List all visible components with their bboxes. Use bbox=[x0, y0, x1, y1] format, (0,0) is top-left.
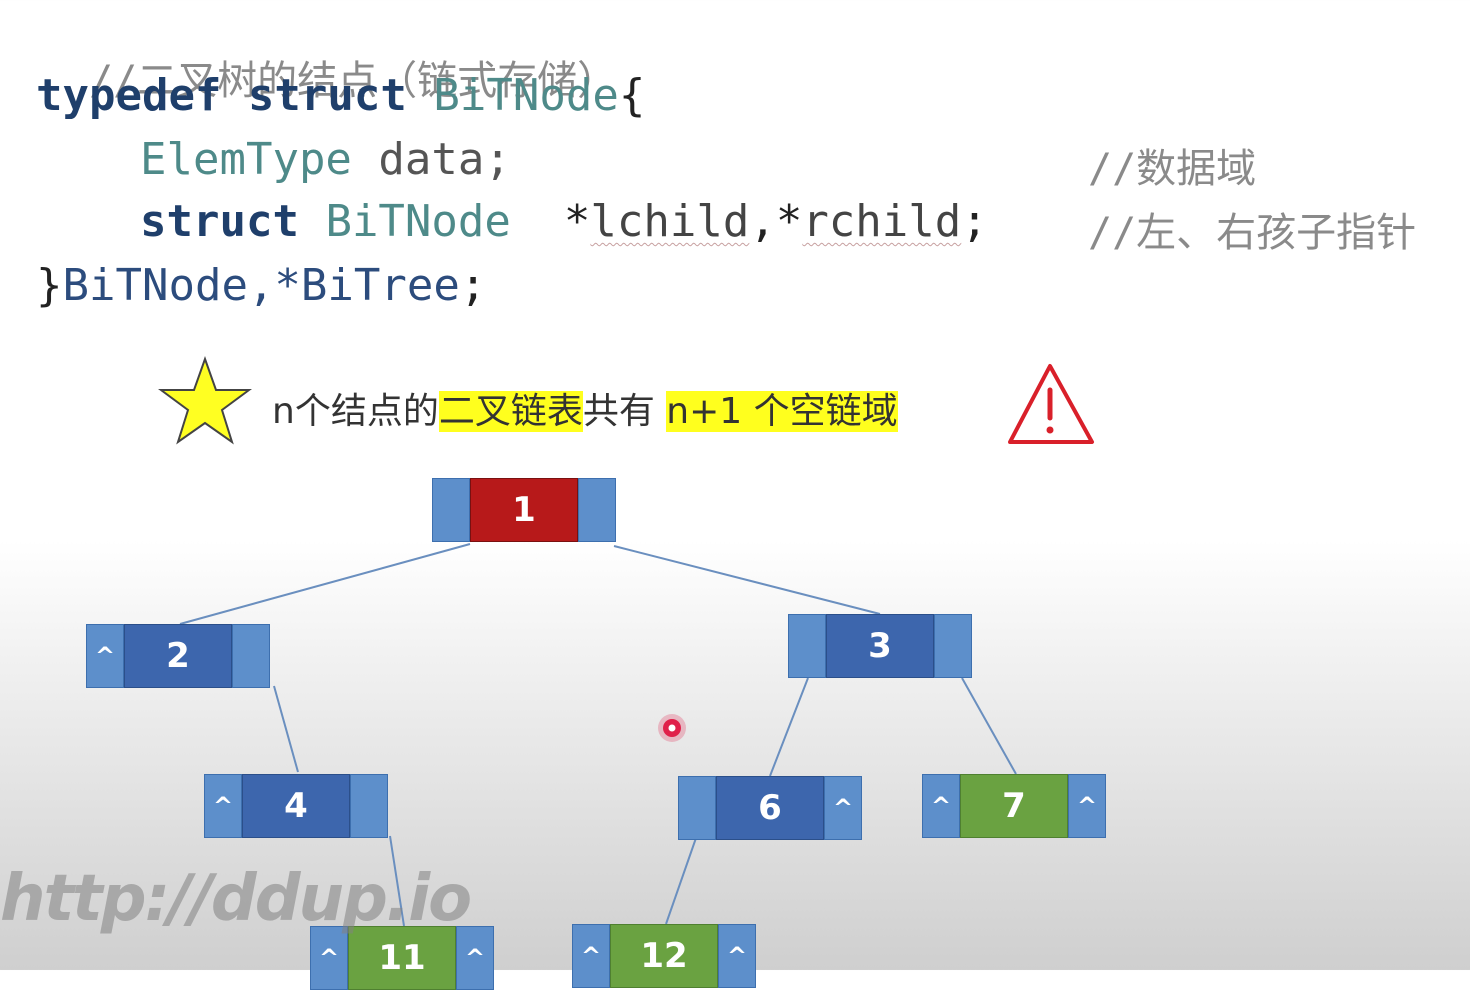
node-12-data: 12 bbox=[610, 924, 718, 988]
code-line-children: struct BiTNode *lchild,*rchild; bbox=[140, 200, 988, 244]
typedef-names: BiTNode,*BiTree bbox=[62, 260, 460, 311]
node-2-data: 2 bbox=[124, 624, 232, 688]
note-highlight-null-links: n+1 个空链域 bbox=[666, 391, 898, 432]
tree-node-1: 1 bbox=[432, 478, 616, 542]
keyword-typedef-struct: typedef struct bbox=[36, 70, 407, 121]
type-elemtype: ElemType bbox=[140, 134, 352, 185]
open-brace: { bbox=[618, 70, 646, 121]
comment-data-field: //数据域 bbox=[1088, 146, 1257, 192]
edge-6-12 bbox=[665, 837, 697, 925]
tree-node-7: ^ 7 ^ bbox=[922, 774, 1106, 838]
node-1-rchild-field bbox=[578, 478, 616, 542]
code-comment-header: //二叉树的结点（链式存储） bbox=[36, 14, 617, 102]
note-prefix: n个结点的 bbox=[272, 391, 439, 432]
edge-2-4 bbox=[273, 685, 299, 773]
code-line-data: ElemType data; bbox=[140, 138, 511, 182]
tree-node-4: ^ 4 bbox=[204, 774, 388, 838]
node-2-rchild-field bbox=[232, 624, 270, 688]
tree-node-12: ^ 12 ^ bbox=[572, 924, 756, 988]
watermark: http://ddup.io bbox=[0, 862, 472, 936]
node-6-lchild-field bbox=[678, 776, 716, 840]
node-6-data: 6 bbox=[716, 776, 824, 840]
node-7-rchild-field: ^ bbox=[1068, 774, 1106, 838]
node-2-lchild-field: ^ bbox=[86, 624, 124, 688]
code-line-typedef: typedef struct BiTNode{ bbox=[36, 74, 645, 118]
semicolon: ; bbox=[961, 196, 988, 247]
edge-4-11 bbox=[389, 835, 405, 927]
node-12-lchild-field: ^ bbox=[572, 924, 610, 988]
field-rchild: rchild bbox=[802, 196, 962, 247]
type-name-bitnode: BiTNode bbox=[433, 70, 619, 121]
note-middle: 共有 bbox=[582, 391, 667, 432]
note-highlight-binary-linked-list: 二叉链表 bbox=[438, 391, 583, 432]
cursor-pointer-icon bbox=[658, 714, 686, 742]
node-4-lchild-field: ^ bbox=[204, 774, 242, 838]
field-data: data; bbox=[378, 134, 511, 185]
node-3-lchild-field bbox=[788, 614, 826, 678]
tree-edges bbox=[179, 543, 1017, 927]
type-bitnode-ptr: BiTNode bbox=[325, 196, 511, 247]
node-4-data: 4 bbox=[242, 774, 350, 838]
star-icon bbox=[158, 356, 252, 445]
node-7-lchild-field: ^ bbox=[922, 774, 960, 838]
node-3-data: 3 bbox=[826, 614, 934, 678]
node-3-rchild-field bbox=[934, 614, 972, 678]
edge-1-3 bbox=[613, 545, 881, 615]
edge-1-2 bbox=[179, 543, 471, 625]
node-1-data: 1 bbox=[470, 478, 578, 542]
node-6-rchild-field: ^ bbox=[824, 776, 862, 840]
close-brace: } bbox=[36, 260, 63, 311]
note-text: n个结点的二叉链表共有 n+1 个空链域 bbox=[272, 382, 898, 434]
warning-icon bbox=[1008, 364, 1094, 444]
tree-node-6: 6 ^ bbox=[678, 776, 862, 840]
comment-header-text: //二叉树的结点（链式存储） bbox=[88, 58, 618, 104]
node-4-rchild-field bbox=[350, 774, 388, 838]
node-1-lchild-field bbox=[432, 478, 470, 542]
pointer-star: * bbox=[563, 196, 591, 247]
node-12-rchild-field: ^ bbox=[718, 924, 756, 988]
close-semicolon: ; bbox=[459, 260, 487, 311]
keyword-struct: struct bbox=[140, 196, 299, 247]
node-7-data: 7 bbox=[960, 774, 1068, 838]
field-lchild: lchild bbox=[590, 196, 750, 247]
edge-3-6 bbox=[769, 677, 809, 777]
comma-star: ,* bbox=[749, 196, 803, 247]
tree-node-2: ^ 2 bbox=[86, 624, 270, 688]
tree-node-3: 3 bbox=[788, 614, 972, 678]
code-line-close: }BiTNode,*BiTree; bbox=[36, 264, 486, 308]
edge-3-7 bbox=[961, 677, 1017, 775]
comment-children-field: //左、右孩子指针 bbox=[1088, 210, 1417, 256]
